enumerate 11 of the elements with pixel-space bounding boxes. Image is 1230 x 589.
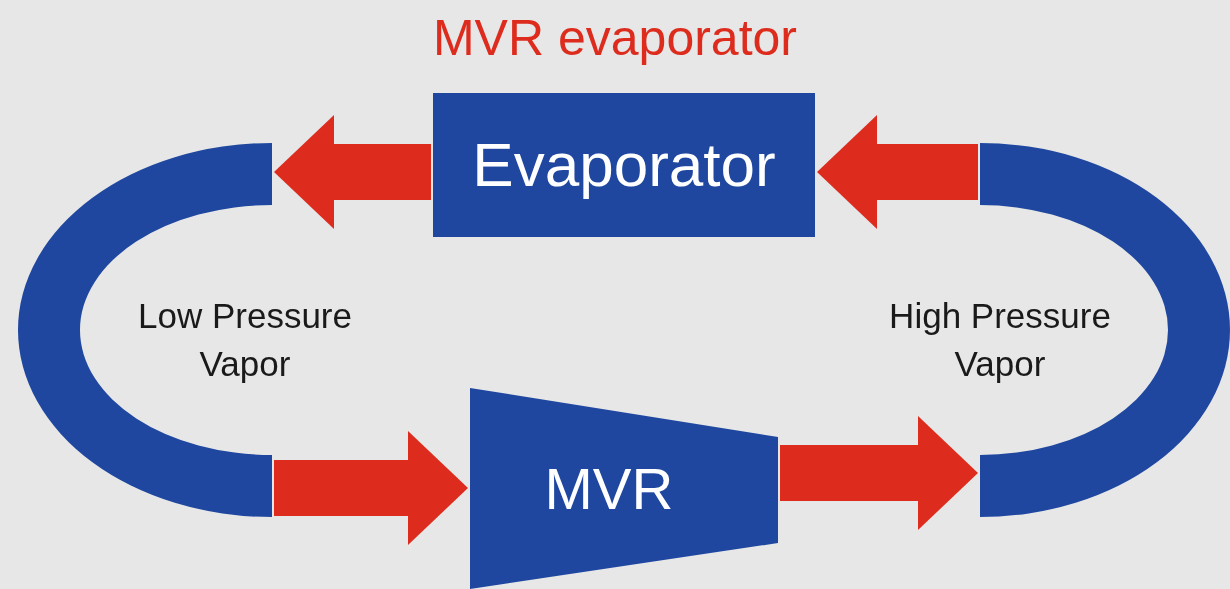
vapor-label: High Pressure Vapor — [888, 295, 1112, 385]
block-arrow — [817, 115, 978, 229]
evaporator-box — [433, 93, 815, 237]
node-label: Evaporator — [472, 130, 776, 200]
node-label: MVR — [544, 456, 674, 521]
block-arrow — [274, 431, 468, 545]
block-arrow — [274, 115, 431, 229]
compressor-trapezoid — [470, 388, 778, 589]
block-arrow — [780, 416, 978, 530]
vapor-label: Low Pressure Vapor — [137, 295, 353, 385]
diagram-title: MVR evaporator — [432, 10, 797, 66]
